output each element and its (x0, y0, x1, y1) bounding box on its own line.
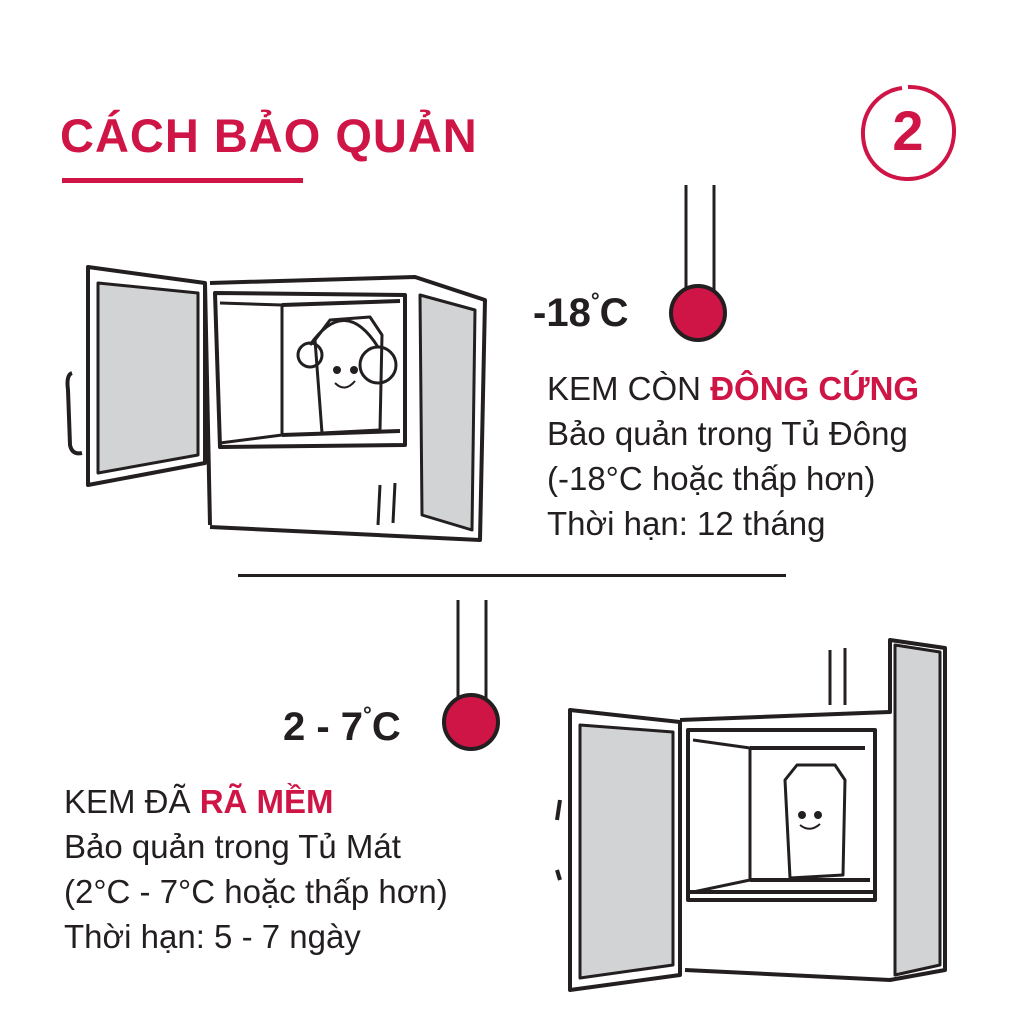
fridge-line: Thời hạn: 5 - 7 ngày (64, 918, 361, 955)
fridge-temp-value: 2 - 7 (283, 705, 364, 749)
section-divider (238, 574, 786, 577)
freezer-illustration (65, 265, 487, 542)
temp-unit: C (371, 705, 401, 749)
page-title: CÁCH BẢO QUẢN (60, 109, 478, 162)
fridge-heading-prefix: KEM ĐÃ (64, 783, 200, 820)
fridge-info: KEM ĐÃ RÃ MỀM Bảo quản trong Tủ Mát (2°C… (64, 779, 448, 959)
fridge-line: Bảo quản trong Tủ Mát (64, 828, 401, 865)
freezer-temp-value: -18 (533, 291, 591, 335)
freezer-info: KEM CÒN ĐÔNG CỨNG Bảo quản trong Tủ Đông… (547, 366, 919, 546)
degree-symbol: ° (590, 288, 600, 313)
freezer-line: Bảo quản trong Tủ Đông (547, 415, 908, 452)
step-circle-icon (860, 84, 957, 182)
freezer-line: Thời hạn: 12 tháng (547, 505, 826, 542)
fridge-illustration (555, 638, 947, 992)
freezer-heading-prefix: KEM CÒN (547, 370, 711, 407)
freezer-temperature: -18°C (533, 288, 629, 336)
freezer-line: (-18°C hoặc thấp hơn) (547, 460, 876, 497)
fridge-line: (2°C - 7°C hoặc thấp hơn) (64, 873, 448, 910)
step-number: 2 (892, 99, 924, 162)
freezer-heading-highlight: ĐÔNG CỨNG (710, 370, 920, 407)
fridge-temperature: 2 - 7°C (283, 702, 401, 750)
temp-unit: C (599, 291, 629, 335)
fridge-heading-highlight: RÃ MỀM (199, 783, 334, 820)
thermometer-cold-icon (669, 185, 727, 342)
degree-symbol: ° (363, 702, 372, 727)
title-underline (62, 178, 303, 183)
thermometer-cool-icon (442, 600, 500, 751)
